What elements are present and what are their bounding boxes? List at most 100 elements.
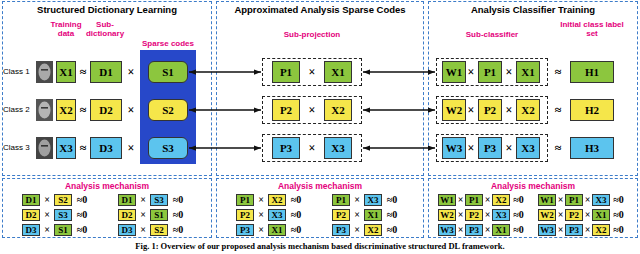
operator: × [350,209,364,221]
matrix-symbol: P2 [484,100,496,120]
label-slot: × [136,224,150,236]
face-image [41,145,48,147]
operator: ≈0 [383,194,401,206]
matrix-symbol: D2 [99,100,112,120]
matrix-symbol: P2 [569,210,579,220]
matrix-box: P3 [478,137,502,159]
operator: × [556,209,565,221]
matrix-symbol: X1 [368,210,379,220]
label-slot: × [40,209,54,221]
matrix-symbol: X1 [521,62,534,82]
double-arrow [189,147,261,148]
label-slot: × [254,224,268,236]
label-slot: × [350,224,364,236]
operator: × [456,224,465,236]
face-image [39,140,51,157]
operator: × [124,140,138,156]
matrix-symbol: P3 [484,138,496,158]
operator: ≈0 [610,194,627,206]
matrix-symbol: X1 [596,210,607,220]
matrix-box: S3 [54,209,72,221]
matrix-box: P1 [478,61,502,83]
matrix-box: H1 [570,61,614,83]
matrix-box: D2 [22,209,40,221]
face-image [36,61,53,83]
matrix-box: S1 [150,209,168,221]
operator: × [466,96,476,124]
label-slot: ≈0 [383,224,401,236]
operator: × [583,224,592,236]
matrix-symbol: D3 [26,225,37,235]
label-slot: ≈0 [610,194,627,206]
matrix-symbol: P1 [469,195,479,205]
operator: × [304,96,320,124]
matrix-box: D1 [90,61,122,83]
double-arrow [189,71,261,72]
matrix-box: S3 [148,137,188,159]
operator: × [304,58,320,86]
label-slot: ≈0 [510,224,527,236]
face-image [36,137,53,159]
matrix-symbol: W1 [540,195,554,205]
matrix-symbol: D2 [26,210,37,220]
matrix-box: X1 [492,224,510,236]
label-slot: ≈ [77,102,89,118]
label-slot: ≈0 [383,194,401,206]
matrix-box: S2 [150,224,168,236]
matrix-symbol: X3 [521,138,534,158]
matrix-symbol: S3 [162,138,174,158]
matrix-box: W1 [442,61,466,83]
matrix-box: P3 [465,224,483,236]
matrix-symbol: P3 [469,225,479,235]
panel-title: Analysis Classifier Training [428,1,638,15]
label-slot: Class 3 [3,143,35,153]
panel-title: Approximated Analysis Sparse Codes [216,1,424,15]
matrix-symbol: W1 [440,195,454,205]
matrix-box: W3 [442,137,466,159]
column-heading: Sub-projection [262,30,362,39]
matrix-box: S2 [54,194,72,206]
label-slot: × [483,194,492,206]
face-image [36,99,53,121]
label-slot: ≈0 [169,194,187,206]
matrix-symbol: X2 [596,225,607,235]
dashed-product-box: ×P2X2 [262,96,362,124]
label-slot: ≈ [77,64,89,80]
double-arrow [363,71,435,72]
operator: × [483,194,492,206]
matrix-symbol: D1 [26,195,37,205]
label-slot: × [583,224,592,236]
matrix-symbol: H2 [585,100,599,120]
label-slot: × [456,224,465,236]
label-slot: Sub-projection [262,30,362,39]
matrix-box: X2 [516,99,540,121]
matrix-box: S3 [150,194,168,206]
matrix-box: S1 [148,61,188,83]
label-slot: ≈0 [169,224,187,236]
matrix-box: X3 [324,137,352,159]
operator: × [136,224,150,236]
label-slot: × [124,140,138,156]
matrix-box: P2 [478,99,502,121]
matrix-box: X1 [516,61,540,83]
matrix-box: P1 [565,194,583,206]
matrix-symbol: X2 [496,195,507,205]
column-heading: Sub-classifier [436,30,548,39]
matrix-symbol: X3 [496,210,507,220]
matrix-symbol: P3 [280,138,292,158]
matrix-box: X2 [492,194,510,206]
matrix-box: W1 [438,194,456,206]
label-slot: × [583,209,592,221]
matrix-symbol: X3 [331,138,344,158]
matrix-symbol: X1 [496,225,507,235]
label-slot: × [556,224,565,236]
matrix-box: W2 [438,209,456,221]
label-slot: ≈ [550,140,566,156]
operator: ≈0 [510,194,527,206]
matrix-box: P2 [465,209,483,221]
operator: × [504,58,514,86]
matrix-box: D3 [90,137,122,159]
matrix-box: X1 [56,61,76,83]
operator: × [456,209,465,221]
matrix-box: D3 [22,224,40,236]
